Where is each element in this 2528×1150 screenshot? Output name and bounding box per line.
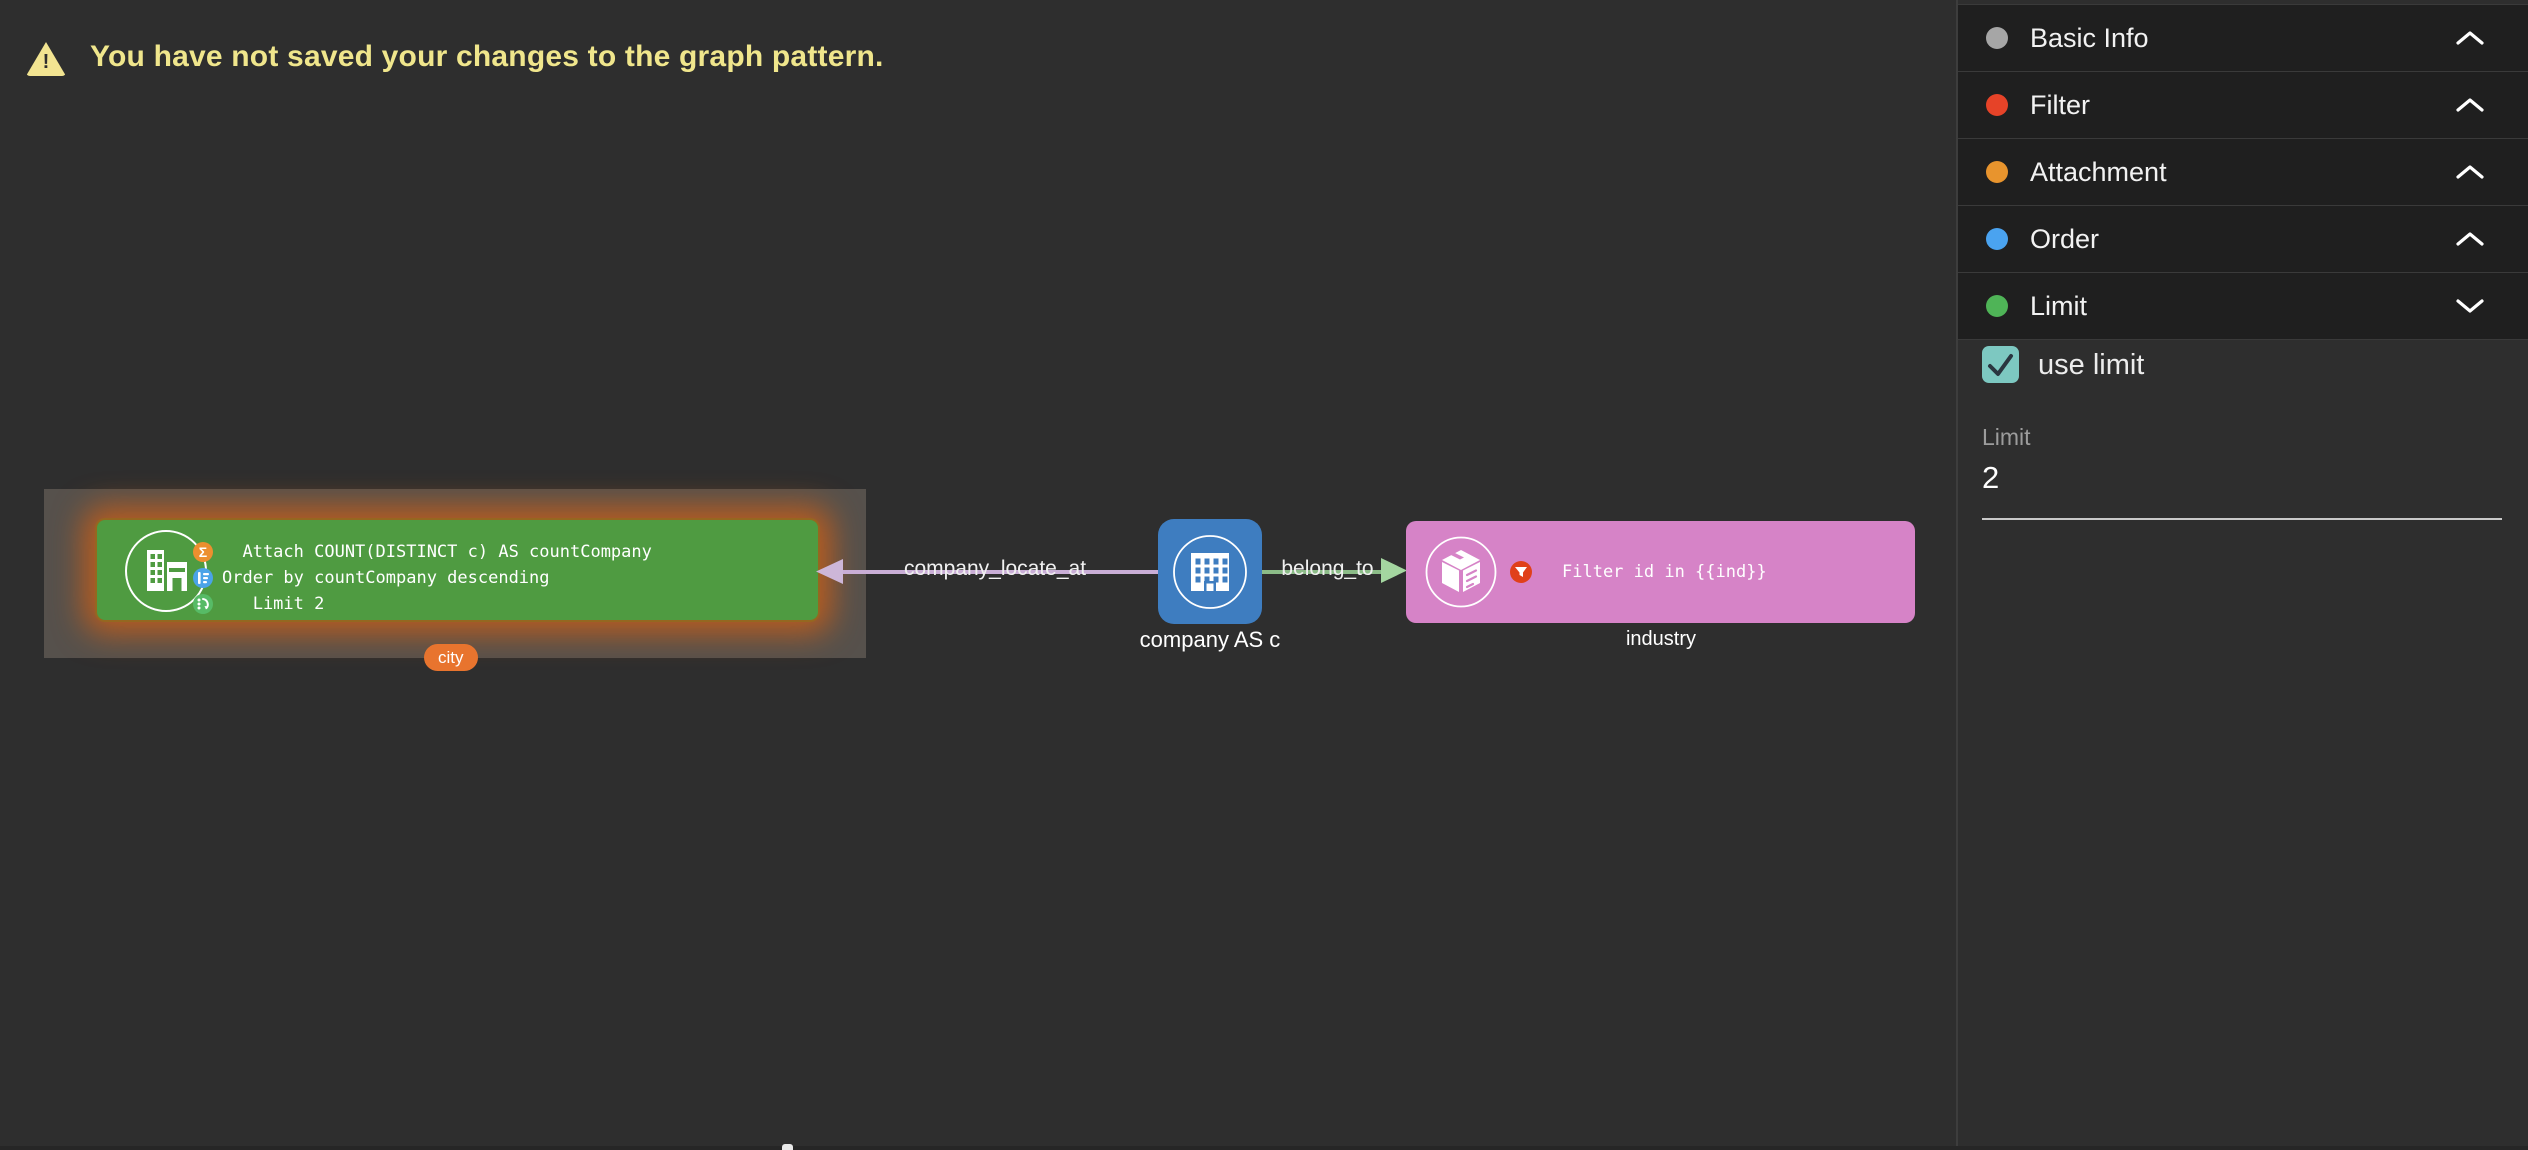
- order-text: Order by countCompany descending: [222, 568, 550, 588]
- industry-icon: [1425, 536, 1497, 608]
- industry-node-label: industry: [1625, 628, 1697, 650]
- section-limit[interactable]: Limit: [1958, 273, 2528, 340]
- attachment-text: Attach COUNT(DISTINCT c) AS countCompany: [222, 542, 652, 562]
- attachment-dot-icon: [1986, 161, 2008, 183]
- section-order[interactable]: Order: [1958, 206, 2528, 273]
- company-icon: [1173, 534, 1247, 609]
- warning-text: You have not saved your changes to the g…: [90, 40, 884, 73]
- order-dot-icon: [1986, 228, 2008, 250]
- edge-company-locate-at[interactable]: [843, 570, 1158, 574]
- chevron-up-icon[interactable]: [2455, 230, 2485, 248]
- check-icon: [1988, 354, 2013, 376]
- limit-line: Limit 2: [193, 591, 652, 617]
- section-attachment[interactable]: Attachment: [1958, 139, 2528, 206]
- city-node-attachments: Σ Attach COUNT(DISTINCT c) AS countCompa…: [193, 539, 652, 617]
- graph-canvas[interactable]: ! You have not saved your changes to the…: [0, 0, 1956, 1150]
- properties-sidebar: Basic Info Filter Attachment: [1958, 0, 2528, 1150]
- cut-off-bottom-control[interactable]: [782, 1144, 793, 1150]
- city-node-label: city: [424, 644, 478, 671]
- warning-icon: !: [26, 42, 66, 76]
- filter-funnel-icon: [1510, 561, 1532, 583]
- limit-input-underline: [1982, 518, 2502, 520]
- limit-text: Limit 2: [222, 594, 325, 614]
- filter-text: Filter id in {{ind}}: [1562, 562, 1767, 582]
- section-filter[interactable]: Filter: [1958, 72, 2528, 139]
- basic-info-dot-icon: [1986, 27, 2008, 49]
- chevron-up-icon[interactable]: [2455, 29, 2485, 47]
- order-line: Order by countCompany descending: [193, 565, 652, 591]
- use-limit-label: use limit: [2038, 349, 2145, 381]
- chevron-down-icon[interactable]: [2455, 297, 2485, 315]
- limit-icon: [193, 594, 213, 614]
- limit-field-label: Limit: [1982, 424, 2031, 450]
- company-node-label: company AS c: [1139, 627, 1281, 652]
- edge-label-company-locate-at[interactable]: company_locate_at: [903, 557, 1087, 580]
- sort-order-icon: [193, 568, 213, 588]
- sidebar-divider: [1956, 0, 1958, 1150]
- chevron-up-icon[interactable]: [2455, 163, 2485, 181]
- sidebar-sections: Basic Info Filter Attachment: [1958, 4, 2528, 340]
- edge-belong-to[interactable]: [1262, 570, 1384, 574]
- bottom-edge-strip: [0, 1146, 2528, 1150]
- limit-dot-icon: [1986, 295, 2008, 317]
- use-limit-checkbox[interactable]: [1982, 346, 2019, 383]
- industry-node[interactable]: Filter id in {{ind}}: [1406, 521, 1915, 623]
- company-node[interactable]: [1158, 519, 1262, 624]
- city-node[interactable]: Σ Attach COUNT(DISTINCT c) AS countCompa…: [95, 518, 820, 622]
- filter-dot-icon: [1986, 94, 2008, 116]
- city-icon: [125, 530, 207, 612]
- aggregate-sigma-icon: Σ: [193, 542, 213, 562]
- section-basic-info[interactable]: Basic Info: [1958, 5, 2528, 72]
- limit-input[interactable]: 2: [1982, 460, 2000, 495]
- industry-filter: Filter id in {{ind}}: [1510, 561, 1767, 583]
- edge-label-belong-to[interactable]: belong_to: [1281, 557, 1374, 580]
- chevron-up-icon[interactable]: [2455, 96, 2485, 114]
- attachment-line: Σ Attach COUNT(DISTINCT c) AS countCompa…: [193, 539, 652, 565]
